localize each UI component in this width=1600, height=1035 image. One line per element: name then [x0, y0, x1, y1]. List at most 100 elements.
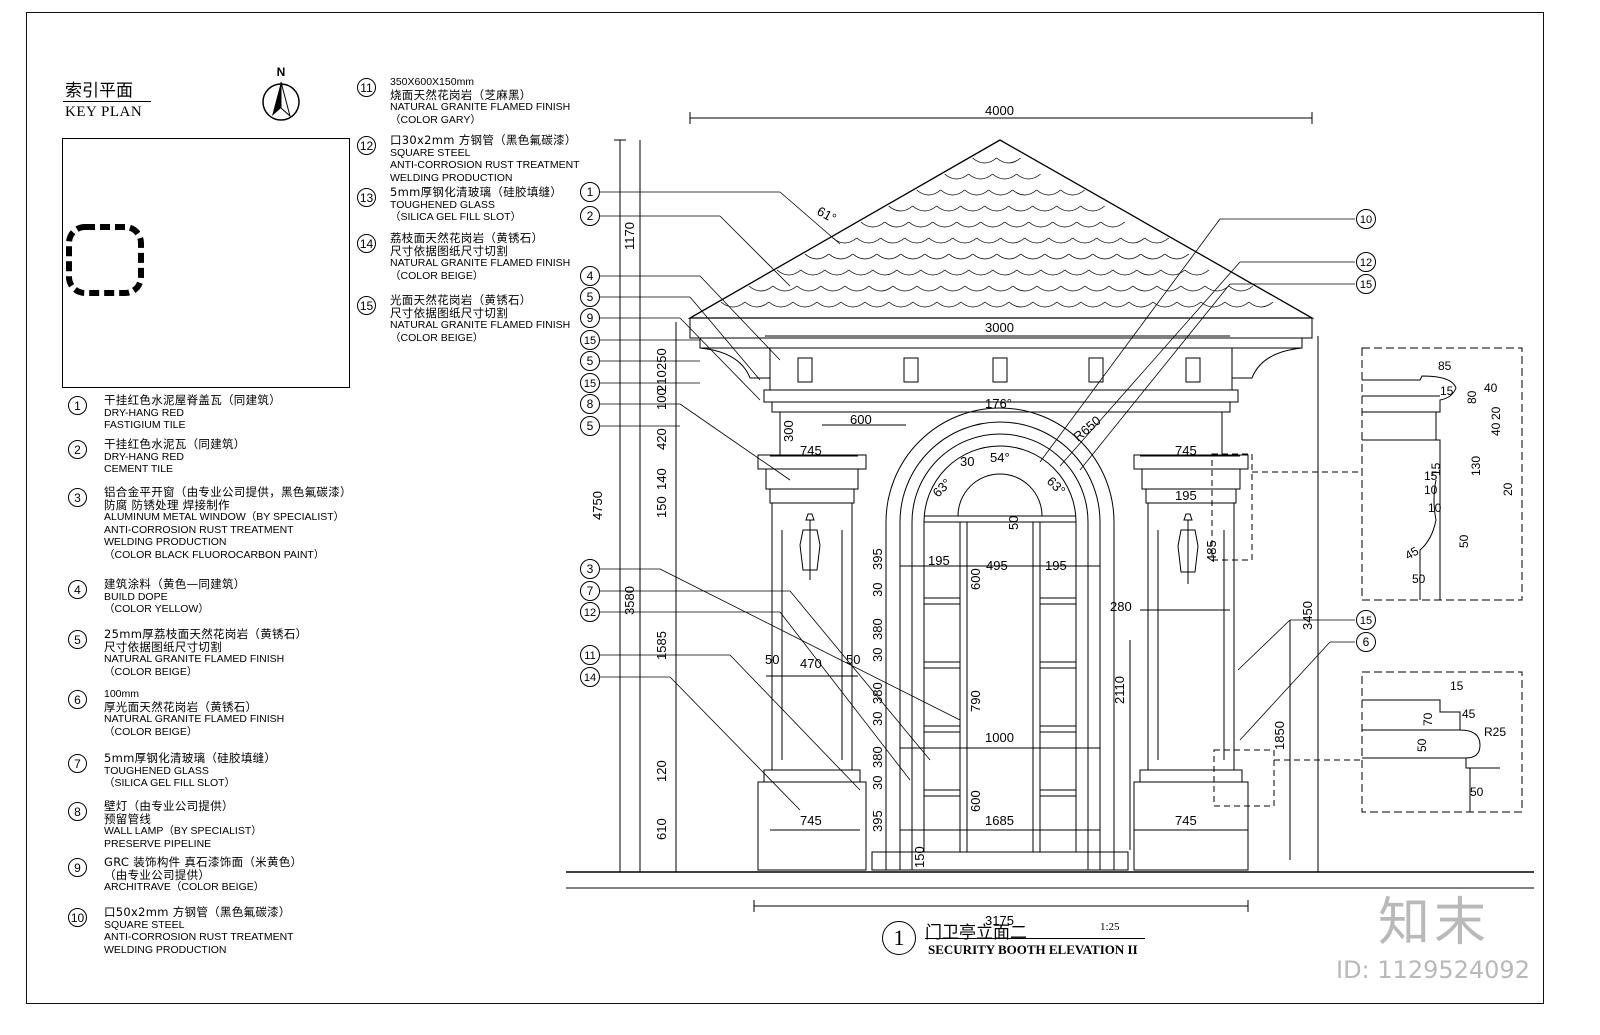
callout-circle [580, 645, 600, 665]
callout-number: 3 [587, 562, 594, 576]
detail-a-50b: 50 [1412, 572, 1426, 586]
dim-cornice-width: 3000 [985, 320, 1014, 335]
legend-line: DRY-HANG RED [104, 406, 184, 419]
legend-line: （COLOR BEIGE） [104, 665, 198, 678]
detail-b-45: 45 [1462, 707, 1476, 721]
dim-top-width: 4000 [985, 103, 1014, 118]
dim-sub-380a: 380 [870, 618, 885, 640]
callout-number: 15 [584, 335, 596, 347]
detail-a-15b: 15 [1429, 462, 1443, 476]
dim-pier-top-left: 745 [800, 443, 822, 458]
drawing-title-en: SECURITY BOOTH ELEVATION II [928, 942, 1138, 957]
callout-circle [580, 667, 600, 687]
legend-line: 防腐 防锈处理 焊接制作 [104, 497, 230, 512]
legend-line: 100mm [104, 688, 140, 700]
legend-line: 预留管线 [104, 811, 152, 826]
callout-number: 5 [587, 419, 594, 433]
key-plan-box [62, 138, 350, 388]
detail-a-130: 130 [1469, 456, 1483, 476]
detail-a-85: 85 [1438, 359, 1452, 373]
callout-number: 11 [584, 650, 595, 662]
dim-r485: 485 [1204, 540, 1219, 562]
detail-a-15c: 15 [1424, 469, 1438, 483]
legend-line: 尺寸依据图纸尺寸切割 [390, 243, 508, 258]
dim-inner-195-right: 195 [1045, 558, 1067, 573]
watermark-brand: 知末 [1378, 893, 1491, 953]
legend-note-13: 5mm厚钢化清玻璃（硅胶填缝）TOUGHENED GLASS（SILICA GE… [390, 186, 562, 224]
callout-circle [580, 330, 600, 350]
dim-right-height: 3450 [1300, 601, 1315, 630]
legend-line: DRY-HANG RED [104, 450, 184, 463]
dim-pier-bottom-left: 745 [800, 813, 822, 828]
legend-line: 350X600X150mm [390, 76, 475, 88]
dim-pier-470: 470 [800, 656, 822, 671]
dim-v-140: 140 [654, 468, 669, 490]
callout-number: 15 [584, 378, 596, 390]
legend-line: 口50x2mm 方钢管（黑色氟碳漆） [104, 905, 291, 919]
legend-number-4: 4 [68, 580, 87, 599]
dim-total-height: 4750 [590, 491, 605, 520]
callout-circle [1356, 274, 1376, 294]
legend-line: NATURAL GRANITE FLAMED FINISH [104, 713, 285, 725]
callout-circle [580, 351, 600, 371]
dim-door-600b: 600 [968, 790, 983, 812]
legend-line: （COLOR GARY） [390, 113, 481, 126]
callout-circle [1356, 632, 1376, 652]
dim-v-120: 120 [654, 760, 669, 782]
callout-circle [1356, 252, 1376, 272]
legend-line: ARCHITRAVE（COLOR BEIGE） [104, 881, 265, 893]
legend-line: ANTI-CORROSION RUST TREATMENT [390, 159, 580, 171]
dim-v-250: 250 [654, 348, 669, 370]
legend-line: PRESERVE PIPELINE [104, 837, 212, 850]
drawing-number: 1 [882, 921, 916, 955]
legend-line: 铝合金平开窗（由专业公司提供，黑色氟碳漆） [104, 485, 352, 499]
key-plan-marker [66, 224, 144, 296]
callout-number: 4 [587, 269, 594, 283]
legend-line: 烧面天然花岗岩（芝麻黑） [390, 87, 532, 102]
detail-b-70: 70 [1421, 712, 1435, 726]
dim-r280: 280 [1110, 599, 1132, 614]
legend-line: 干挂红色水泥屋脊盖瓦（同建筑） [104, 393, 281, 407]
dim-door-1000: 1000 [985, 730, 1014, 745]
dim-sub-395b: 395 [870, 810, 885, 832]
dim-v-610: 610 [654, 818, 669, 840]
north-label: N [277, 65, 286, 79]
dim-door-790: 790 [968, 690, 983, 712]
dim-door-600a: 600 [968, 568, 983, 590]
callout-circle [580, 308, 600, 328]
legend-line: TOUGHENED GLASS [390, 198, 495, 211]
callout-circle [580, 287, 600, 307]
legend-line: NATURAL GRANITE FLAMED FINISH [390, 101, 571, 113]
dim-sub-30c: 30 [870, 712, 885, 726]
detail-a-40: 40 [1484, 381, 1498, 395]
dim-body-height: 3580 [622, 586, 637, 615]
callout-circle [1356, 610, 1376, 630]
legend-line: 5mm厚钢化清玻璃（硅胶填缝） [104, 751, 277, 765]
callout-number: 1 [587, 185, 594, 199]
legend-line: WELDING PRODUCTION [390, 171, 513, 184]
callout-circle [580, 266, 600, 286]
dim-sub-380b: 380 [870, 682, 885, 704]
dim-v-420: 420 [654, 428, 669, 450]
dim-pier-bottom-right: 745 [1175, 813, 1197, 828]
legend-number-7: 7 [68, 754, 87, 773]
callout-number: 7 [587, 584, 594, 598]
legend-number-9: 9 [68, 858, 87, 877]
callout-circle [580, 559, 600, 579]
detail-b-50a: 50 [1415, 738, 1429, 752]
drawing-scale: 1:25 [1100, 921, 1120, 933]
key-plan-title-cn: 索引平面 [65, 81, 133, 101]
callout-circle [580, 581, 600, 601]
legend-line: WALL LAMP（BY SPECIALIST） [104, 825, 262, 837]
legend-line: 厚光面天然花岗岩（黄锈石） [104, 699, 258, 714]
legend-line: SQUARE STEEL [104, 918, 185, 931]
legend-line: 尺寸依据图纸尺寸切割 [390, 305, 508, 320]
callout-number: 9 [587, 311, 594, 325]
key-plan-underline [63, 101, 151, 102]
legend-line: （SILICA GEL FILL SLOT） [104, 777, 236, 789]
dim-pitch-angle: 61° [815, 203, 839, 225]
